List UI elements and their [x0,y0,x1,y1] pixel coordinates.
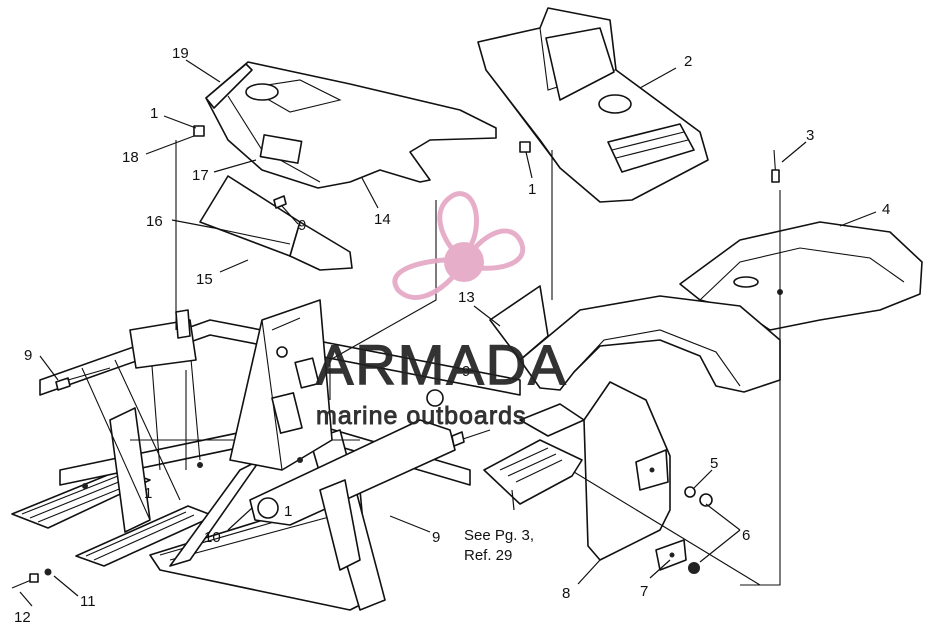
watermark: ARMADA marine outboards [315,191,568,430]
callout-12: 12 [14,609,31,624]
leader-lines [19,59,877,607]
watermark-brand: ARMADA [316,333,568,396]
callout-16: 16 [146,213,163,230]
bracket-part-7 [655,539,687,571]
callout-9b: 9 [298,217,306,234]
nut-part-6b [688,562,700,574]
push-nut-1b [519,141,531,153]
reference-note-line1: See Pg. 3, [464,527,534,544]
reference-note: See Pg. 3, Ref. 29 [464,527,534,564]
callout-1d: 1 [284,503,292,520]
center-bracket [483,403,585,505]
callout-3: 3 [806,127,814,144]
hardware [11,125,780,589]
callout-8: 8 [562,585,570,602]
rear-panel-part-15 [199,175,353,271]
callout-labels: 1 1 1 1 2 3 4 5 6 7 8 9 9 9 9 10 11 12 1… [14,45,890,624]
front-cover-part-2 [477,7,709,203]
callout-1a: 1 [150,105,158,122]
propeller-hub-icon [444,242,484,282]
washer-part-5 [684,486,696,498]
callout-9a: 9 [24,347,32,364]
callout-1b: 1 [528,181,536,198]
callout-2: 2 [684,53,692,70]
propeller-logo [392,191,526,300]
callout-15: 15 [196,271,213,288]
propeller-blade-icon [460,228,526,271]
vehicle-frame [11,299,521,611]
propeller-blade-icon [437,191,480,267]
callout-14: 14 [374,211,391,228]
callout-4: 4 [882,201,890,218]
propeller-blade-icon [392,257,469,300]
callout-1c: 1 [144,485,152,502]
callout-19: 19 [172,45,189,62]
callout-10: 10 [204,529,221,546]
rear-cover-part-14 [205,61,497,189]
callout-9c: 9 [462,363,470,380]
callout-17: 17 [192,167,209,184]
mud-flap-part-8 [583,381,671,561]
callout-11: 11 [80,593,96,610]
callout-6: 6 [742,527,750,544]
washer-part-11 [44,568,52,576]
callout-5: 5 [710,455,718,472]
callout-9d: 9 [432,529,440,546]
watermark-tagline: marine outboards [316,402,527,430]
push-nut-1a [193,125,205,137]
callout-18: 18 [122,149,139,166]
nut-part-6a [699,493,713,507]
callout-13: 13 [458,289,475,306]
callout-7: 7 [640,583,648,600]
front-fender-part-13 [489,285,781,393]
reference-note-line2: Ref. 29 [464,547,512,564]
